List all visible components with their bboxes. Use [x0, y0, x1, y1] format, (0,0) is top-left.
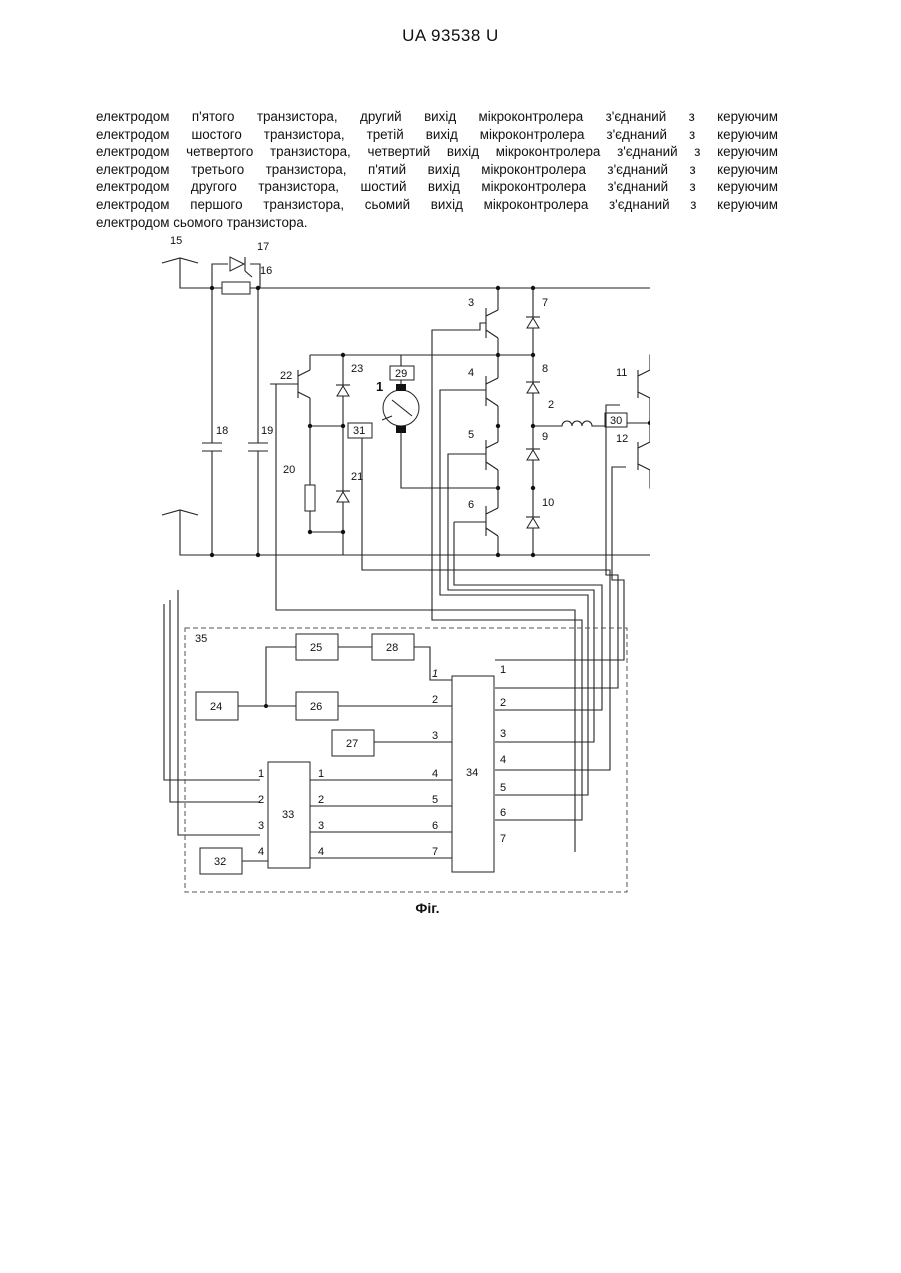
- label: 5: [468, 429, 474, 441]
- pin-label: 4: [318, 846, 324, 858]
- label: 18: [216, 425, 228, 437]
- label: 10: [542, 497, 554, 509]
- pin-label: 2: [500, 697, 506, 709]
- resistor-20: [305, 485, 315, 511]
- figure-labels: 15 17 16 3 7 22 23 1 29 4 8 2 11 13 30 1…: [170, 235, 650, 868]
- block-label: 27: [346, 738, 358, 750]
- label: 30: [610, 415, 622, 427]
- label: 6: [468, 499, 474, 511]
- block-label: 26: [310, 701, 322, 713]
- label: 12: [616, 433, 628, 445]
- text-line: електродом четвертого транзистора, четве…: [96, 143, 778, 161]
- block-label: 28: [386, 642, 398, 654]
- label: 7: [542, 297, 548, 309]
- resistor-16: [222, 282, 250, 294]
- text-line: електродом шостого транзистора, третій в…: [96, 126, 778, 144]
- pin-label: 1: [258, 768, 264, 780]
- label: 23: [351, 363, 363, 375]
- block-label: 25: [310, 642, 322, 654]
- pin-label: 5: [500, 782, 506, 794]
- text-line: електродом першого транзистора, сьомий в…: [96, 196, 778, 214]
- pin-label: 2: [432, 694, 438, 706]
- block-label: 24: [210, 701, 222, 713]
- pin-label: 4: [500, 754, 506, 766]
- boundary-35: [185, 628, 627, 892]
- label: 31: [353, 425, 365, 437]
- body-paragraph: електродом п'ятого транзистора, другий в…: [96, 108, 778, 231]
- label: 2: [548, 399, 554, 411]
- pin-label: 3: [258, 820, 264, 832]
- pin-label: 1: [500, 664, 506, 676]
- pin-label: 2: [318, 794, 324, 806]
- pin-label: 3: [318, 820, 324, 832]
- circuit-diagram: 15 17 16 3 7 22 23 1 29 4 8 2 11 13 30 1…: [150, 230, 650, 900]
- label: 22: [280, 370, 292, 382]
- label: 20: [283, 464, 295, 476]
- pin-label: 4: [258, 846, 264, 858]
- pin-label: 3: [500, 728, 506, 740]
- text-line: електродом третього транзистора, п'ятий …: [96, 161, 778, 179]
- pin-label: 2: [258, 794, 264, 806]
- pin-label: 3: [432, 730, 438, 742]
- pin-label: 4: [432, 768, 438, 780]
- block-label: 32: [214, 856, 226, 868]
- label: 16: [260, 265, 272, 277]
- label: 19: [261, 425, 273, 437]
- pin-label: 6: [500, 807, 506, 819]
- pin-label: 6: [432, 820, 438, 832]
- label: 1: [376, 379, 383, 394]
- label: 17: [257, 241, 269, 253]
- label: 21: [351, 471, 363, 483]
- label: 29: [395, 368, 407, 380]
- pin-label: 1: [432, 668, 438, 680]
- label: 4: [468, 367, 474, 379]
- block-label: 33: [282, 809, 294, 821]
- pin-label: 5: [432, 794, 438, 806]
- power-circuit: [162, 257, 650, 557]
- block-label: 35: [195, 633, 207, 645]
- document-header: UA 93538 U: [0, 26, 901, 46]
- figure-caption: Фіг.: [0, 900, 855, 916]
- pin-label: 7: [500, 833, 506, 845]
- label: 8: [542, 363, 548, 375]
- pin-label: 1: [318, 768, 324, 780]
- text-line: електродом сьомого транзистора.: [96, 214, 778, 232]
- label: 11: [616, 367, 627, 379]
- thyristor-17: [230, 257, 244, 271]
- label: 9: [542, 431, 548, 443]
- block-label: 34: [466, 767, 478, 779]
- pin-label: 7: [432, 846, 438, 858]
- text-line: електродом п'ятого транзистора, другий в…: [96, 108, 778, 126]
- label: 3: [468, 297, 474, 309]
- text-line: електродом другого транзистора, шостий в…: [96, 178, 778, 196]
- label: 15: [170, 235, 182, 247]
- motor-1: [383, 390, 419, 426]
